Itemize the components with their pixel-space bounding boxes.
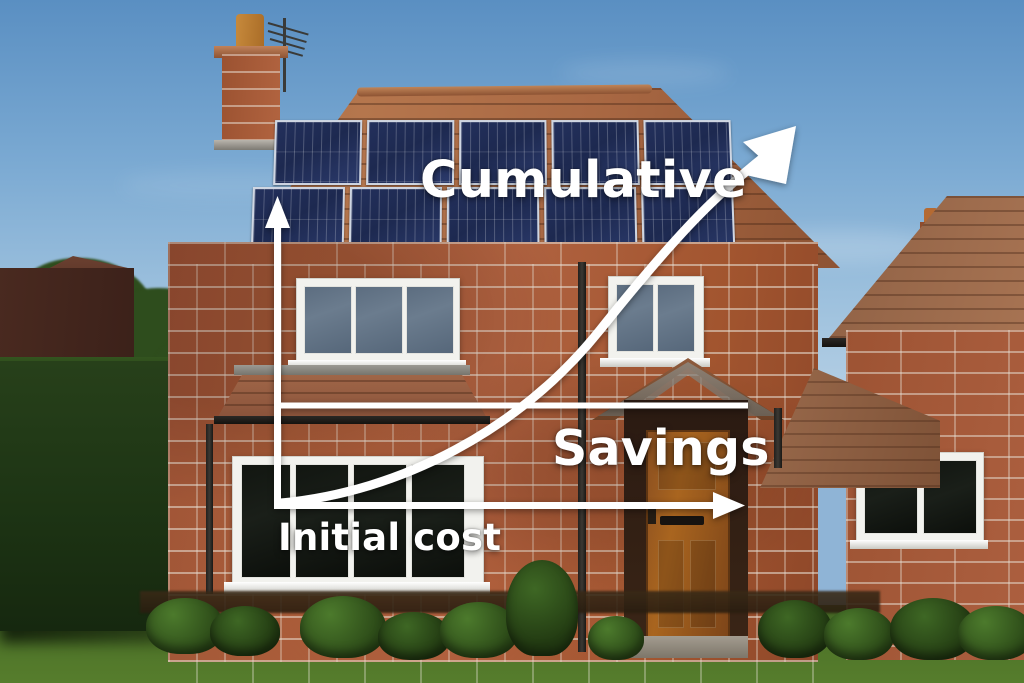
bay-window-eave [214,416,490,424]
chimney [222,54,280,146]
shrub [210,606,280,656]
shrub [300,596,386,658]
shrub [378,612,450,660]
shrub [824,608,894,660]
shrub [440,602,518,658]
letterbox [660,516,704,525]
chimney-flashing [214,140,288,150]
upstairs-window-right [608,276,704,360]
bay-window-lead [234,365,470,375]
downpipe [206,424,213,594]
shrub [958,606,1024,660]
bay-window-roof [216,368,488,420]
neighbour-window-sill [850,540,988,549]
label-savings: Savings [552,420,770,477]
shrub [506,560,578,656]
upstairs-window-left [296,278,460,362]
shrub [758,600,832,658]
shrub [588,616,644,660]
door-panel [690,540,716,628]
cloud [560,60,730,86]
door-step [630,636,748,658]
label-initial-cost: Initial cost [278,516,502,559]
label-cumulative: Cumulative [420,151,747,210]
door-panel [658,540,684,628]
solar-panel [273,120,363,186]
downpipe [774,408,782,468]
door-handle[interactable] [648,508,656,524]
